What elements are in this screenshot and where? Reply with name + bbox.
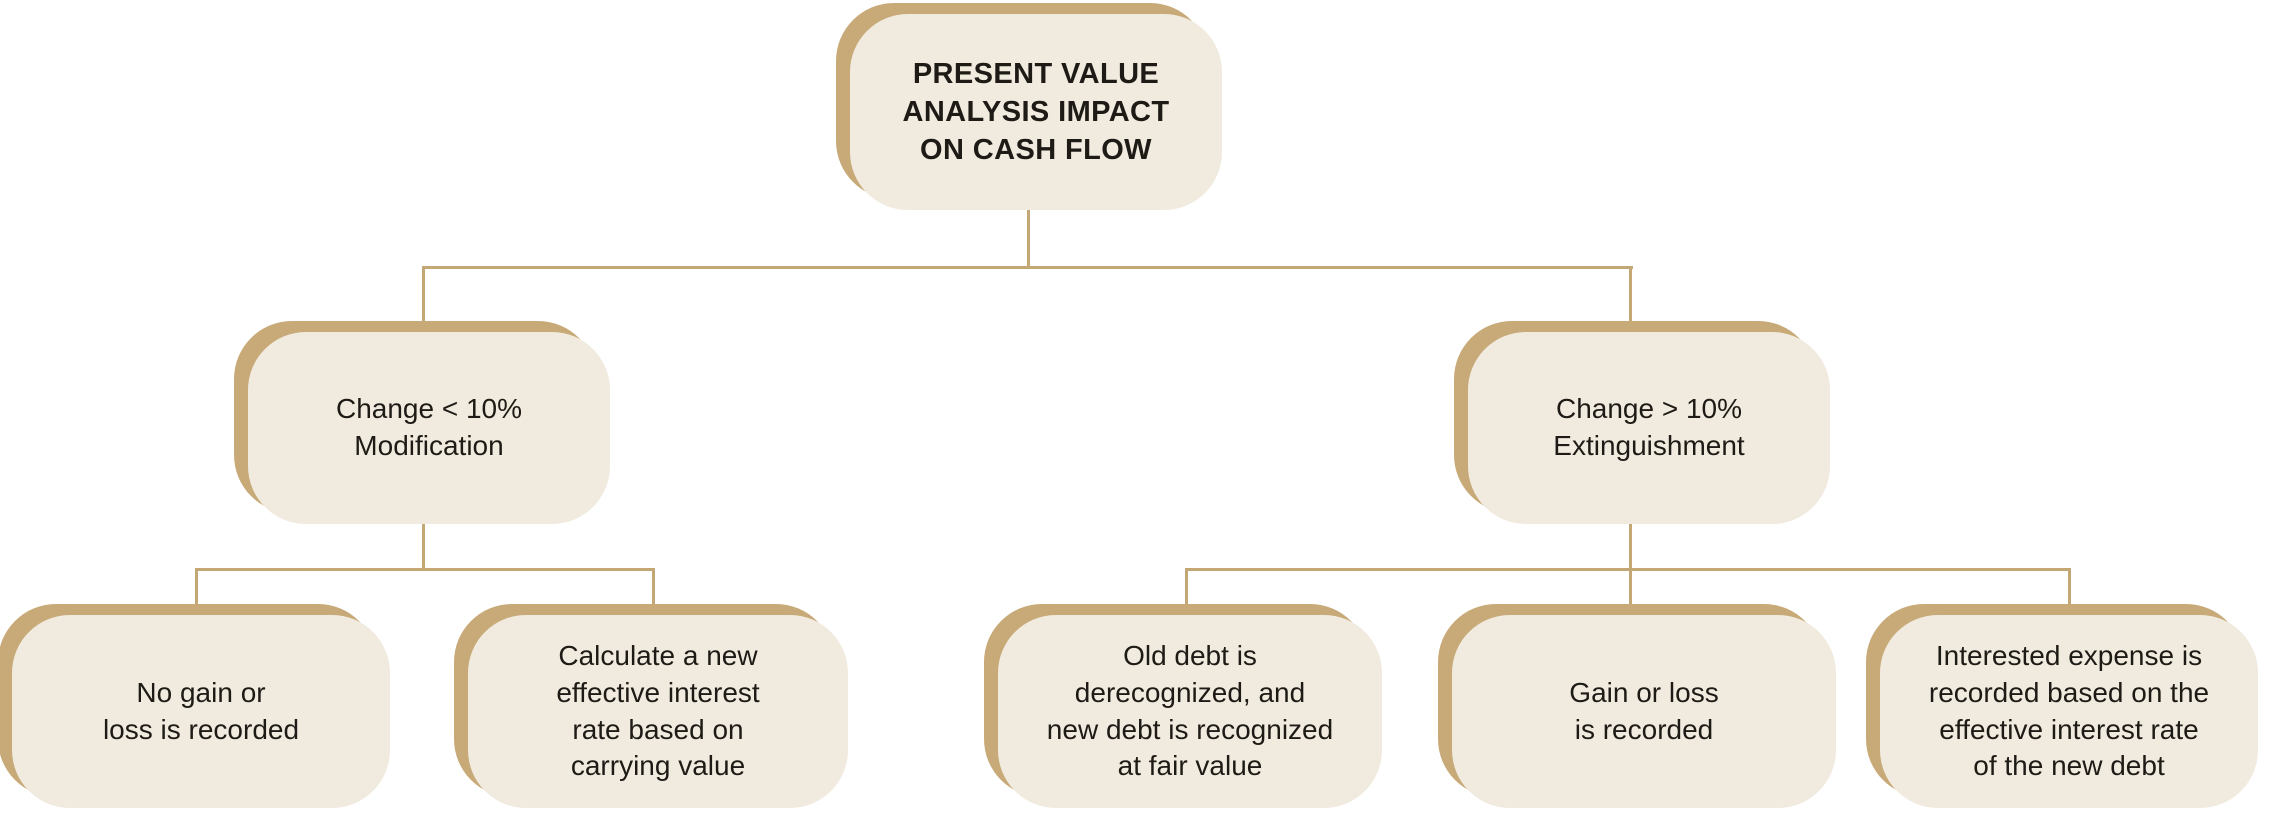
node-old-debt-derecognized: Old debt is derecognized, and new debt i… <box>998 615 1382 808</box>
connector-child3-vertical <box>1185 568 1188 620</box>
node-new-effective-rate-label: Calculate a new effective interest rate … <box>556 639 760 782</box>
connector-root-vertical <box>1027 205 1030 268</box>
connector-child2-vertical <box>652 568 655 620</box>
connector-left-horizontal <box>195 568 655 571</box>
connector-child5-vertical <box>2068 568 2071 620</box>
connector-top-horizontal <box>423 266 1633 269</box>
connector-right-branch-vertical <box>1629 266 1632 336</box>
connector-child1-vertical <box>195 568 198 620</box>
connector-left-branch-vertical <box>422 266 425 336</box>
node-gain-loss-recorded-label: Gain or loss is recorded <box>1569 676 1719 745</box>
node-no-gain-loss-label: No gain or loss is recorded <box>102 676 300 745</box>
connector-right-horizontal <box>1185 568 2071 571</box>
node-new-effective-rate: Calculate a new effective interest rate … <box>468 615 848 808</box>
node-modification-label: Change < 10% Modification <box>335 393 523 461</box>
node-extinguishment-label: Change > 10% Extinguishment <box>1553 393 1745 461</box>
node-extinguishment-branch: Change > 10% Extinguishment <box>1468 332 1830 524</box>
node-old-debt-derecognized-label: Old debt is derecognized, and new debt i… <box>1046 639 1334 782</box>
node-interest-expense-label: Interested expense is recorded based on … <box>1928 639 2210 782</box>
node-gain-loss-recorded: Gain or loss is recorded <box>1452 615 1836 808</box>
node-interest-expense: Interested expense is recorded based on … <box>1880 615 2258 808</box>
connector-left-mid-vertical <box>422 518 425 570</box>
node-root: PRESENT VALUE ANALYSIS IMPACT ON CASH FL… <box>850 14 1222 210</box>
node-root-label: PRESENT VALUE ANALYSIS IMPACT ON CASH FL… <box>902 57 1170 167</box>
node-modification-branch: Change < 10% Modification <box>248 332 610 524</box>
node-no-gain-loss: No gain or loss is recorded <box>12 615 390 808</box>
